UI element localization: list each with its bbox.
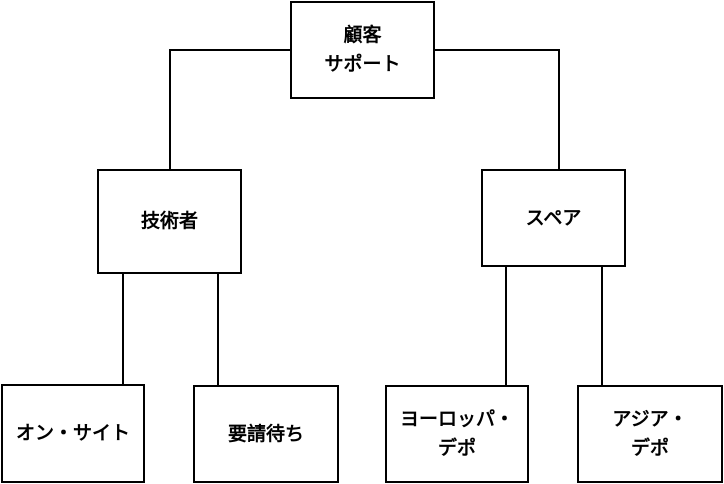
node-label-line: 要請待ち bbox=[227, 422, 304, 445]
node-europe-depot: ヨーロッパ・ デポ bbox=[385, 385, 529, 483]
node-technician: 技術者 bbox=[97, 169, 242, 274]
connector-root-to-tech bbox=[169, 49, 291, 170]
node-label-line: ヨーロッパ・ bbox=[399, 408, 514, 430]
node-label-line: アジア・ bbox=[612, 408, 688, 430]
node-awaiting-request: 要請待ち bbox=[193, 385, 339, 483]
node-asia-depot: アジア・ デポ bbox=[577, 385, 723, 483]
node-label-line: 技術者 bbox=[140, 210, 198, 232]
node-on-site: オン・サイト bbox=[1, 384, 145, 483]
node-label-line: 顧客 bbox=[343, 24, 382, 46]
connector-root-to-spare bbox=[434, 49, 560, 170]
node-label-line: デポ bbox=[630, 437, 669, 459]
node-label-line: デポ bbox=[437, 437, 476, 459]
node-spare: スペア bbox=[481, 169, 626, 267]
node-label-line: サポート bbox=[324, 53, 401, 75]
node-label-line: オン・サイト bbox=[15, 422, 130, 444]
node-customer-support: 顧客 サポート bbox=[290, 1, 435, 99]
node-label-line: スペア bbox=[525, 206, 582, 229]
